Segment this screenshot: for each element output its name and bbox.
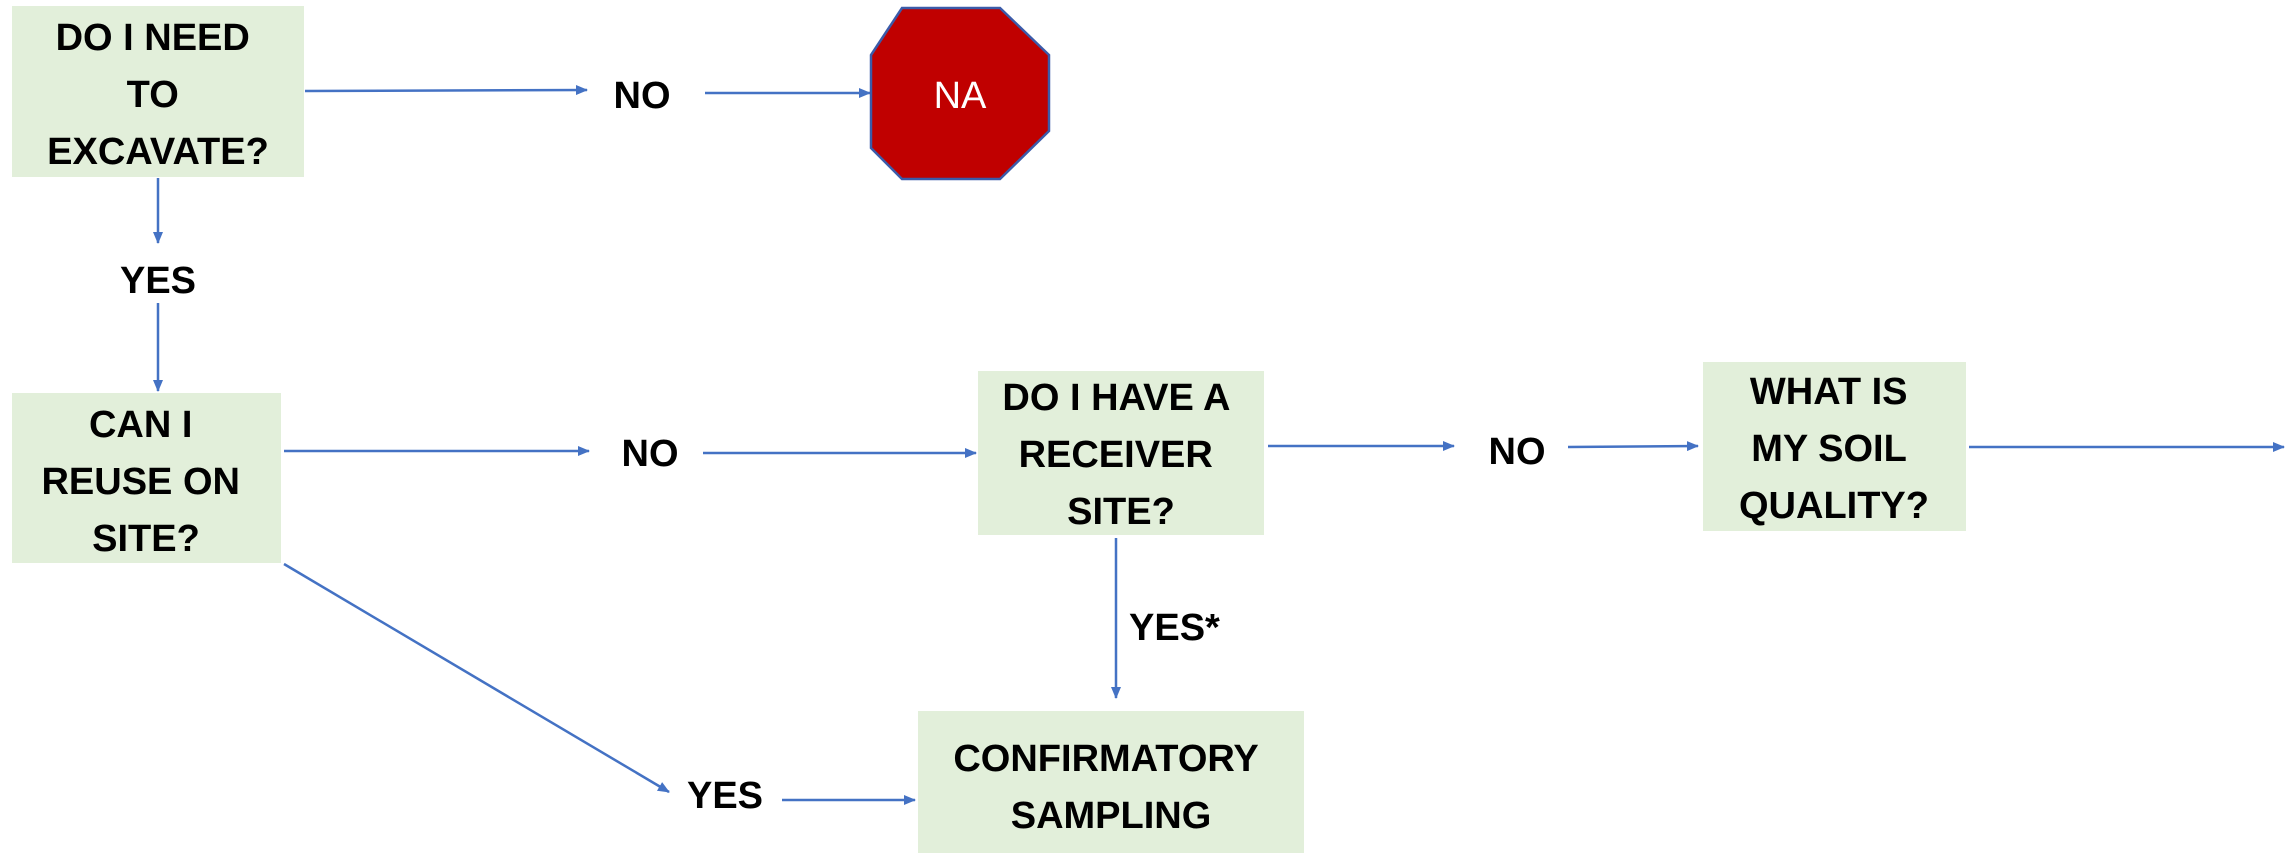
stop-octagon-icon [869,6,1051,181]
stop-na-label: NA [934,75,987,117]
label-excavate-no: NO [614,75,671,117]
node-need-excavate-line-2: TO [127,74,179,116]
edge-no-to-soil-quality [1567,441,1699,452]
node-confirmatory-sampling: CONFIRMATORY SAMPLING [918,711,1304,853]
node-soil-quality-line-1: WHAT IS [1750,371,1908,413]
label-reuse-yes: YES [687,775,763,817]
node-reuse-on-site-line-1: CAN I [89,404,192,446]
edge-labels: NO YES NO YES NO YES* [120,75,1546,817]
node-receiver-site-line-1: DO I HAVE A [1002,377,1230,419]
node-receiver-site: DO I HAVE A RECEIVER SITE? [978,371,1264,535]
svg-text:CAN I REUSE ON SIT: CAN I REUSE ON SITE? [41,404,250,560]
edge-reuse-to-yes [283,562,670,794]
node-need-excavate: DO I NEED TO EXCAVATE? [12,6,304,177]
node-receiver-site-line-2: RECEIVER [1019,434,1213,476]
label-receiver-no: NO [1489,431,1546,473]
node-confirmatory-sampling-line-2: SAMPLING [1011,795,1212,837]
node-reuse-on-site-line-2: REUSE ON [41,461,239,503]
label-excavate-yes: YES [120,260,196,302]
node-reuse-on-site: CAN I REUSE ON SITE? [12,393,281,563]
node-soil-quality-line-2: MY SOIL [1751,428,1906,470]
edge-excavate-to-no [304,85,588,96]
node-reuse-on-site-line-3: SITE? [92,518,200,560]
svg-text:DO I NEED TO EXCAV: DO I NEED TO EXCAVATE? [47,17,269,173]
node-receiver-site-line-3: SITE? [1067,491,1175,533]
node-confirmatory-sampling-line-1: CONFIRMATORY [953,738,1258,780]
label-reuse-no: NO [622,433,679,475]
edges [153,85,2285,805]
node-soil-quality-line-3: QUALITY? [1739,485,1929,527]
svg-text:CONFIRMATORY SAMPLING: CONFIRMATORY SAMPLING [953,738,1268,837]
node-need-excavate-line-3: EXCAVATE? [47,131,269,173]
node-need-excavate-line-1: DO I NEED [56,17,250,59]
node-stop-na: NA [869,6,1051,181]
node-soil-quality: WHAT IS MY SOIL QUALITY? [1703,362,1966,531]
svg-text:DO I HAVE A RECEIVER: DO I HAVE A RECEIVER SITE? [1002,377,1239,533]
label-receiver-yes: YES* [1129,607,1220,649]
svg-text:WHAT IS MY SOIL QU: WHAT IS MY SOIL QUALITY? [1739,371,1929,527]
